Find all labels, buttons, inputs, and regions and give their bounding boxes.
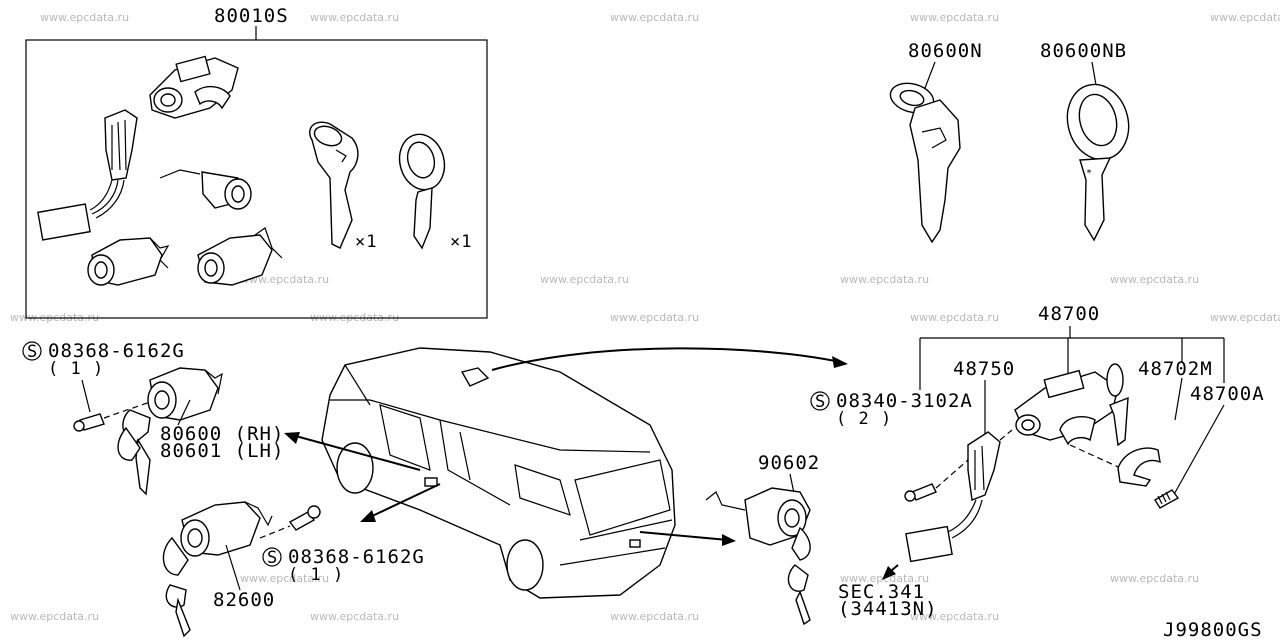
label-screw-ign-qty: ( 2 )	[836, 409, 892, 429]
label-ign-collar: 48700A	[1190, 383, 1265, 405]
kit-key-2: ×1	[398, 133, 472, 252]
kit-ignition-switch	[37, 109, 138, 241]
kit-door-cylinder	[87, 237, 170, 286]
label-ign-mount: 48702M	[1138, 358, 1213, 380]
label-door-cyl-rh: 80600 (RH)	[160, 423, 284, 445]
label-kit: 80010S	[214, 5, 289, 27]
key-qty-2: ×1	[450, 232, 472, 252]
watermark: www.epcdata.ru	[840, 273, 929, 286]
watermark: www.epcdata.ru	[1110, 273, 1199, 286]
watermark-layer: www.epcdata.ru www.epcdata.ru www.epcdat…	[10, 11, 1280, 623]
watermark: www.epcdata.ru	[910, 11, 999, 24]
screw-symbol: S	[815, 392, 826, 412]
kit-glove-box-cylinder	[159, 169, 252, 210]
label-back-door-cyl: 90602	[758, 452, 820, 474]
drawing-id: J99800GS	[1163, 619, 1263, 640]
label-slide-cyl: 82600	[213, 589, 275, 611]
van-illustration	[321, 347, 676, 599]
label-screw-slide-qty: ( 1 )	[288, 565, 344, 585]
back-door-cylinder-group: 90602	[705, 452, 820, 626]
label-door-cyl-lh: 80601 (LH)	[160, 440, 284, 462]
kit-rear-cylinder	[197, 227, 283, 286]
label-ign-switch: 48750	[953, 358, 1015, 380]
watermark: www.epcdata.ru	[910, 610, 999, 623]
label-key-blank-b: 80600NB	[1040, 40, 1127, 62]
door-cylinder-group: S 08368-6162G ( 1 ) 80600 (RH) 80601 (LH…	[22, 340, 284, 496]
section-reference: SEC.341 (34413N)	[838, 581, 938, 620]
watermark: www.epcdata.ru	[910, 311, 999, 324]
watermark: www.epcdata.ru	[540, 273, 629, 286]
watermark: www.epcdata.ru	[610, 311, 699, 324]
screw-symbol: S	[27, 342, 38, 362]
watermark: www.epcdata.ru	[1110, 572, 1199, 585]
key-blank-80600NB: 80600NB *	[1040, 40, 1130, 242]
watermark: www.epcdata.ru	[1210, 311, 1280, 324]
watermark: www.epcdata.ru	[610, 610, 699, 623]
watermark: www.epcdata.ru	[240, 572, 329, 585]
screw-symbol: S	[267, 548, 278, 568]
label-key-blank: 80600N	[908, 40, 983, 62]
watermark: www.epcdata.ru	[240, 273, 329, 286]
label-sec-ref-part: (34413N)	[838, 598, 938, 620]
arrows	[284, 347, 899, 580]
svg-text:*: *	[1086, 168, 1093, 179]
watermark: www.epcdata.ru	[610, 11, 699, 24]
label-ign-assy: 48700	[1038, 303, 1100, 325]
label-sec-ref: SEC.341	[838, 581, 925, 603]
label-screw-door-part: 08368-6162G	[48, 340, 185, 362]
watermark: www.epcdata.ru	[40, 11, 129, 24]
ignition-assembly-group: 48700 48750 48702M 48700A S 08340-3102A …	[810, 303, 1265, 563]
watermark: www.epcdata.ru	[10, 610, 99, 623]
key-blank-80600N: 80600N	[889, 40, 983, 244]
watermark: www.epcdata.ru	[1210, 11, 1280, 24]
key-qty-1: ×1	[355, 232, 377, 252]
steering-lock-housing	[149, 55, 239, 119]
watermark: www.epcdata.ru	[310, 11, 399, 24]
label-screw-slide-part: 08368-6162G	[288, 546, 425, 568]
slide-door-cylinder-group: 82600 S 08368-6162G ( 1 )	[162, 501, 425, 638]
label-screw-door-qty: ( 1 )	[48, 359, 104, 379]
label-screw-ign-part: 08340-3102A	[836, 390, 973, 412]
kit-key-1: ×1	[309, 121, 377, 252]
kit-box: 80010S	[25, 5, 488, 319]
watermark: www.epcdata.ru	[310, 610, 399, 623]
